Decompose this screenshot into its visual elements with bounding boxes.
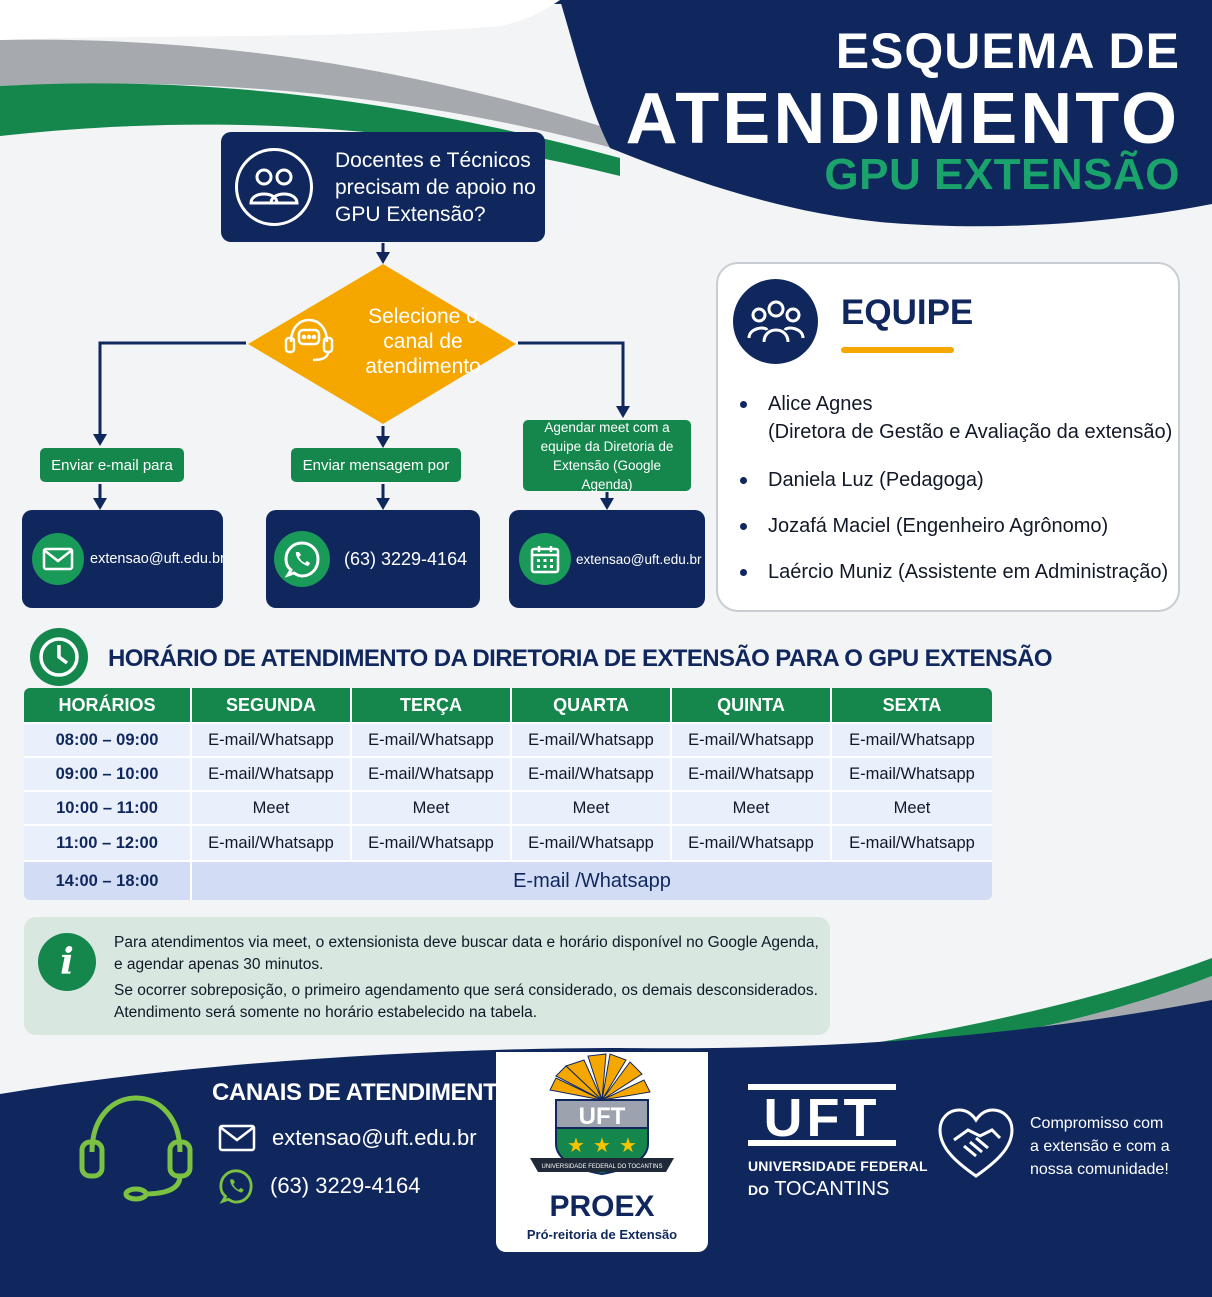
team-member: Daniela Luz (Pedagoga) <box>738 466 1178 494</box>
table-cell: E-mail/Whatsapp <box>350 824 510 860</box>
table-cell: E-mail/Whatsapp <box>830 824 992 860</box>
team-member: Alice Agnes (Diretora de Gestão e Avalia… <box>738 390 1178 446</box>
table-header: QUINTA <box>670 688 830 722</box>
table-header: SEXTA <box>830 688 992 722</box>
uft-name-line1: UNIVERSIDADE FEDERAL <box>748 1158 928 1174</box>
headset-icon <box>79 1095 193 1202</box>
table-cell: E-mail/Whatsapp <box>670 824 830 860</box>
table-cell: 09:00 – 10:00 <box>24 756 190 790</box>
table-cell: 14:00 – 18:00 <box>24 860 190 900</box>
decision-text: Selecione o canal de atendimento <box>365 305 481 378</box>
footer-email-text: extensao@uft.edu.br <box>272 1125 477 1150</box>
channel-whatsapp-text: (63) 3229-4164 <box>344 548 468 569</box>
channel-meet-text: extensao@uft.edu.br <box>576 551 702 567</box>
info-note-card <box>24 917 830 1035</box>
table-header: QUARTA <box>510 688 670 722</box>
table-cell: E-mail/Whatsapp <box>510 722 670 756</box>
team-icon <box>733 279 818 364</box>
question-box: Docentes e Técnicos precisam de apoio no… <box>221 132 545 242</box>
title-line-3: GPU EXTENSÃO <box>824 150 1180 199</box>
channel-meet-box[interactable]: extensao@uft.edu.br <box>509 510 705 608</box>
channels-title: CANAIS DE ATENDIMENTO <box>212 1079 516 1106</box>
uft-name-line2: DO TOCANTINS <box>748 1178 890 1200</box>
team-title: EQUIPE <box>841 293 974 332</box>
schedule-title: HORÁRIO DE ATENDIMENTO DA DIRETORIA DE E… <box>108 645 1052 672</box>
svg-text:★: ★ <box>567 1133 585 1157</box>
table-cell: E-mail/Whatsapp <box>510 756 670 790</box>
whatsapp-icon <box>274 531 330 587</box>
channel-whatsapp-box[interactable]: (63) 3229-4164 <box>266 510 480 608</box>
svg-text:★: ★ <box>593 1133 611 1157</box>
calendar-icon <box>519 533 571 585</box>
table-cell: E-mail/Whatsapp <box>830 756 992 790</box>
table-row: 10:00 – 11:00 Meet Meet Meet Meet Meet <box>24 790 992 824</box>
option-label-message: Enviar mensagem por <box>291 448 461 482</box>
table-cell: Meet <box>830 790 992 824</box>
footer-phone-row[interactable]: (63) 3229-4164 <box>218 1168 420 1204</box>
table-cell: Meet <box>670 790 830 824</box>
svg-text:★: ★ <box>619 1133 637 1157</box>
table-cell-merged: E-mail /Whatsapp <box>190 860 992 900</box>
info-icon: i <box>38 933 96 991</box>
channel-email-box[interactable]: extensao@uft.edu.br <box>22 510 225 608</box>
table-cell: Meet <box>350 790 510 824</box>
table-cell: 11:00 – 12:00 <box>24 824 190 860</box>
commitment-text: Compromisso com a extensão e com a nossa… <box>1030 1115 1170 1178</box>
whatsapp-icon <box>219 1169 253 1204</box>
footer-phone-text: (63) 3229-4164 <box>270 1173 421 1198</box>
envelope-icon <box>32 533 84 585</box>
table-cell: E-mail/Whatsapp <box>670 722 830 756</box>
uft-logo: UFT <box>748 1084 896 1146</box>
table-cell: E-mail/Whatsapp <box>830 722 992 756</box>
option-label-email: Enviar e-mail para <box>40 448 184 482</box>
table-cell: E-mail/Whatsapp <box>350 722 510 756</box>
table-cell: 10:00 – 11:00 <box>24 790 190 824</box>
proex-title: PROEX <box>549 1190 655 1223</box>
title-line-2: ATENDIMENTO <box>625 79 1180 159</box>
table-header: HORÁRIOS <box>24 688 190 722</box>
team-title-underline <box>841 347 954 353</box>
title-line-1: ESQUEMA DE <box>835 23 1180 79</box>
table-header: SEGUNDA <box>190 688 350 722</box>
team-member: Laércio Muniz (Assistente em Administraç… <box>738 558 1178 586</box>
team-list: Alice Agnes (Diretora de Gestão e Avalia… <box>738 390 1178 586</box>
svg-text:UFT: UFT <box>579 1103 626 1130</box>
question-text: Docentes e Técnicos precisam de apoio no… <box>335 148 536 226</box>
info-note-text: Para atendimentos via meet, o extensioni… <box>114 934 819 1021</box>
option-label-meet: Agendar meet com a equipe da Diretoria d… <box>523 420 691 492</box>
table-cell: Meet <box>190 790 350 824</box>
table-cell: E-mail/Whatsapp <box>190 824 350 860</box>
heart-handshake-icon <box>938 1108 1014 1178</box>
table-row: 08:00 – 09:00 E-mail/Whatsapp E-mail/Wha… <box>24 722 992 756</box>
schedule-table: HORÁRIOS SEGUNDA TERÇA QUARTA QUINTA SEX… <box>24 688 992 900</box>
table-row: 11:00 – 12:00 E-mail/Whatsapp E-mail/Wha… <box>24 824 992 860</box>
proex-subtitle: Pró-reitoria de Extensão <box>526 1227 678 1242</box>
table-cell: 08:00 – 09:00 <box>24 722 190 756</box>
users-icon <box>235 148 313 226</box>
table-cell: E-mail/Whatsapp <box>190 756 350 790</box>
envelope-icon <box>218 1124 256 1152</box>
team-member: Jozafá Maciel (Engenheiro Agrônomo) <box>738 512 1178 540</box>
table-cell: E-mail/Whatsapp <box>510 824 670 860</box>
clock-icon <box>30 628 88 686</box>
proex-emblem: UFT ★ ★ ★ UNIVERSIDADE FEDERAL DO TOCANTIN… <box>530 1053 674 1176</box>
table-cell: E-mail/Whatsapp <box>190 722 350 756</box>
table-cell: E-mail/Whatsapp <box>670 756 830 790</box>
footer-email-row[interactable]: extensao@uft.edu.br <box>218 1124 477 1152</box>
table-cell: Meet <box>510 790 670 824</box>
channel-email-text: extensao@uft.edu.br <box>90 551 225 567</box>
table-header: TERÇA <box>350 688 510 722</box>
table-header-row: HORÁRIOS SEGUNDA TERÇA QUARTA QUINTA SEX… <box>24 688 992 722</box>
table-row: 09:00 – 10:00 E-mail/Whatsapp E-mail/Wha… <box>24 756 992 790</box>
table-row: 14:00 – 18:00 E-mail /Whatsapp <box>24 860 992 900</box>
headset-chat-icon <box>284 318 334 362</box>
table-cell: E-mail/Whatsapp <box>350 756 510 790</box>
svg-text:UNIVERSIDADE FEDERAL DO TOCANT: UNIVERSIDADE FEDERAL DO TOCANTINS <box>542 1164 663 1170</box>
svg-text:UFT: UFT <box>764 1088 881 1146</box>
